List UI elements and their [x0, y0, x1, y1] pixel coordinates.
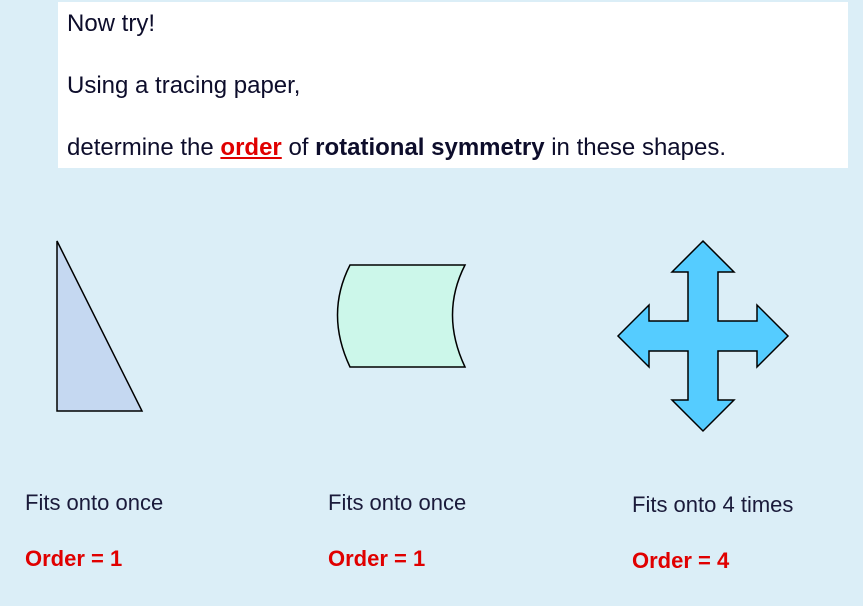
caption-triangle: Fits onto once: [25, 490, 164, 515]
order-label-triangle: Order = 1: [25, 546, 123, 571]
keyword-rotational-symmetry: rotational symmetry: [315, 134, 545, 161]
cylinder-shape: [336, 264, 467, 368]
cylinder-path: [336, 264, 467, 368]
caption-cylinder: Fits onto once: [328, 490, 467, 515]
triangle-shape: [56, 240, 144, 412]
four-way-arrow-polygon: [616, 239, 790, 433]
instruction-line-task: determine the order of rotational symmet…: [67, 134, 726, 162]
order-label-cylinder: Order = 1: [328, 546, 426, 571]
triangle-polygon: [56, 240, 144, 412]
instruction-line-tracing: Using a tracing paper,: [67, 72, 301, 99]
task-text-prefix: determine the: [67, 134, 221, 161]
instruction-heading: Now try!: [67, 10, 156, 37]
task-text-middle: of: [281, 134, 316, 161]
task-text-suffix: in these shapes.: [544, 134, 726, 161]
instruction-textbox: Now try! Using a tracing paper, determin…: [58, 2, 848, 168]
keyword-order: order: [220, 134, 282, 161]
four-way-arrow-shape: [616, 239, 790, 433]
caption-four-way-arrow: Fits onto 4 times: [632, 492, 794, 517]
order-label-four-way-arrow: Order = 4: [632, 548, 730, 573]
